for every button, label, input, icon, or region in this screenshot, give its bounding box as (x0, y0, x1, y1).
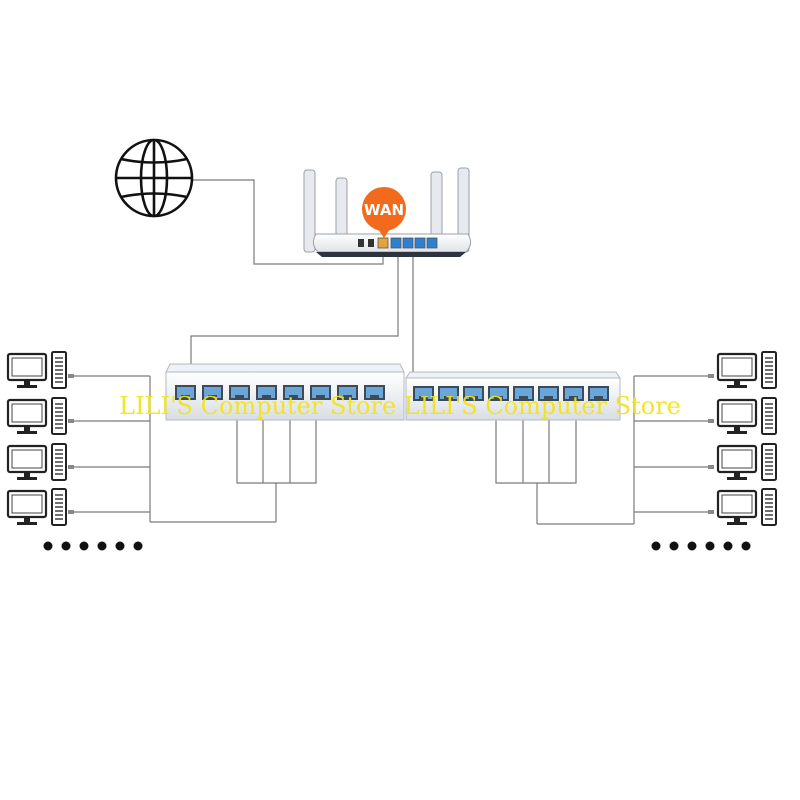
left-computers (6, 350, 68, 527)
router-ports (358, 237, 438, 249)
cable-left-switch-loop (236, 420, 317, 484)
cable-connectors (68, 374, 714, 514)
cables (72, 179, 710, 525)
globe-icon (114, 138, 194, 218)
cable-internet-to-wan (193, 179, 384, 265)
computer-icon (6, 487, 68, 527)
left-ellipsis-dots (43, 541, 143, 551)
right-ellipsis-dots (651, 541, 751, 551)
computer-icon (716, 396, 778, 436)
wan-label: WAN (364, 201, 404, 219)
computer-icon (716, 350, 778, 390)
left-switch-icon (165, 363, 405, 421)
router-icon (303, 167, 472, 257)
computer-icon (6, 396, 68, 436)
computer-icon (716, 442, 778, 482)
wan-badge: WAN (362, 187, 406, 238)
cable-router-to-left-switch (190, 248, 399, 364)
computer-icon (6, 442, 68, 482)
computer-icon (6, 350, 68, 390)
cable-right-switch-loop (495, 420, 577, 484)
watermark-text: LILI'S Computer Store LILI'S Computer St… (119, 392, 681, 420)
right-computers (716, 350, 778, 527)
computer-icon (716, 487, 778, 527)
right-switch-icon (405, 371, 621, 421)
